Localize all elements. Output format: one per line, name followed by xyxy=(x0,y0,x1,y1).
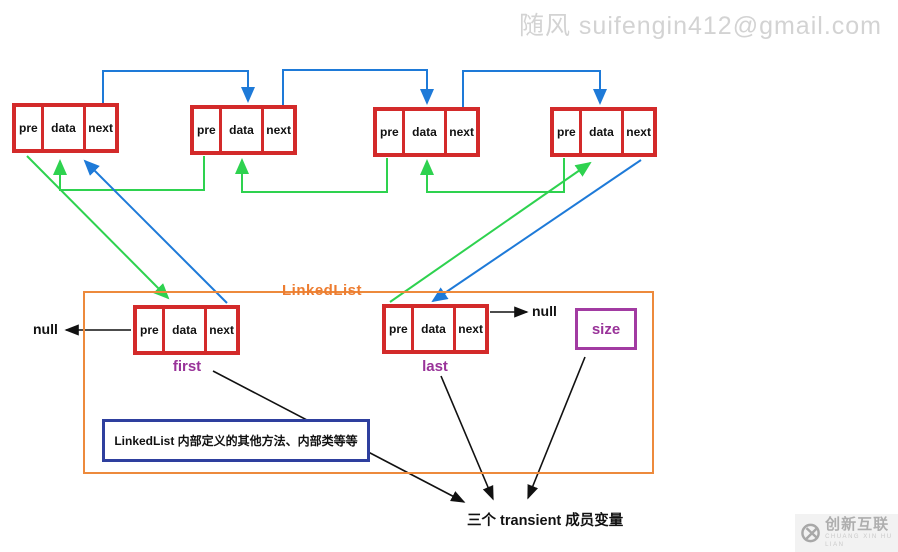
watermark-text: 随风 suifengin412@gmail.com xyxy=(518,12,882,40)
next-cell: next xyxy=(261,109,293,151)
next-pointer-arrow-2 xyxy=(282,69,434,106)
last-pre-diagonal-green xyxy=(389,161,592,303)
last-to-caption-arrow xyxy=(440,375,494,501)
next-pointer-arrow-1 xyxy=(102,70,255,104)
next-cell: next xyxy=(444,111,476,153)
last-node: pre data next xyxy=(382,304,489,354)
next-cell: next xyxy=(621,111,653,153)
pre-pointer-arrow-3 xyxy=(420,158,565,193)
next-cell: next xyxy=(204,309,236,351)
list-node-2: pre data next xyxy=(190,105,297,155)
size-to-caption-arrow xyxy=(527,356,586,500)
methods-note-box: LinkedList 内部定义的其他方法、内部类等等 xyxy=(102,419,370,462)
last-pointer-label: last xyxy=(422,358,448,375)
first-pointer-label: first xyxy=(172,358,202,375)
pre-cell: pre xyxy=(557,125,576,139)
null-label-left: null xyxy=(33,321,58,337)
list-node-3: pre data next xyxy=(373,107,480,157)
next-cell: next xyxy=(453,308,485,350)
last-next-diagonal-blue xyxy=(431,159,642,303)
data-cell: data xyxy=(218,109,262,151)
chuangxin-logo: 创新互联 CHUANG XIN HU LIAN xyxy=(795,514,898,552)
bottom-caption: 三个 transient 成员变量 xyxy=(467,513,624,529)
methods-note-text: LinkedList 内部定义的其他方法、内部类等等 xyxy=(114,434,358,448)
data-cell: data xyxy=(578,111,622,153)
logo-title: 创新互联 xyxy=(825,516,890,533)
list-node-1: pre data next xyxy=(12,103,119,153)
data-cell: data xyxy=(410,308,454,350)
list-node-4: pre data next xyxy=(550,107,657,157)
next-pointer-arrow-3 xyxy=(462,70,607,108)
null-label-right: null xyxy=(532,303,557,319)
linkedlist-title: LinkedList xyxy=(282,282,363,299)
logo-subtitle: CHUANG XIN HU LIAN xyxy=(825,534,893,548)
size-member-box: size xyxy=(575,308,637,350)
pre-cell: pre xyxy=(19,121,38,135)
size-label: size xyxy=(591,320,621,338)
data-cell: data xyxy=(401,111,445,153)
first-next-diagonal-blue xyxy=(83,159,228,304)
linkedlist-container-box xyxy=(83,291,654,474)
next-cell: next xyxy=(83,107,115,149)
pre-cell: pre xyxy=(197,123,216,137)
pre-pointer-arrow-2 xyxy=(235,158,388,193)
pre-pointer-arrow-1 xyxy=(53,156,205,191)
first-pre-diagonal-green xyxy=(26,155,170,300)
first-node: pre data next xyxy=(133,305,240,355)
pre-cell: pre xyxy=(140,323,159,337)
pre-cell: pre xyxy=(389,322,408,336)
data-cell: data xyxy=(40,107,84,149)
chuangxin-logo-icon xyxy=(801,523,820,543)
data-cell: data xyxy=(161,309,205,351)
pre-cell: pre xyxy=(380,125,399,139)
